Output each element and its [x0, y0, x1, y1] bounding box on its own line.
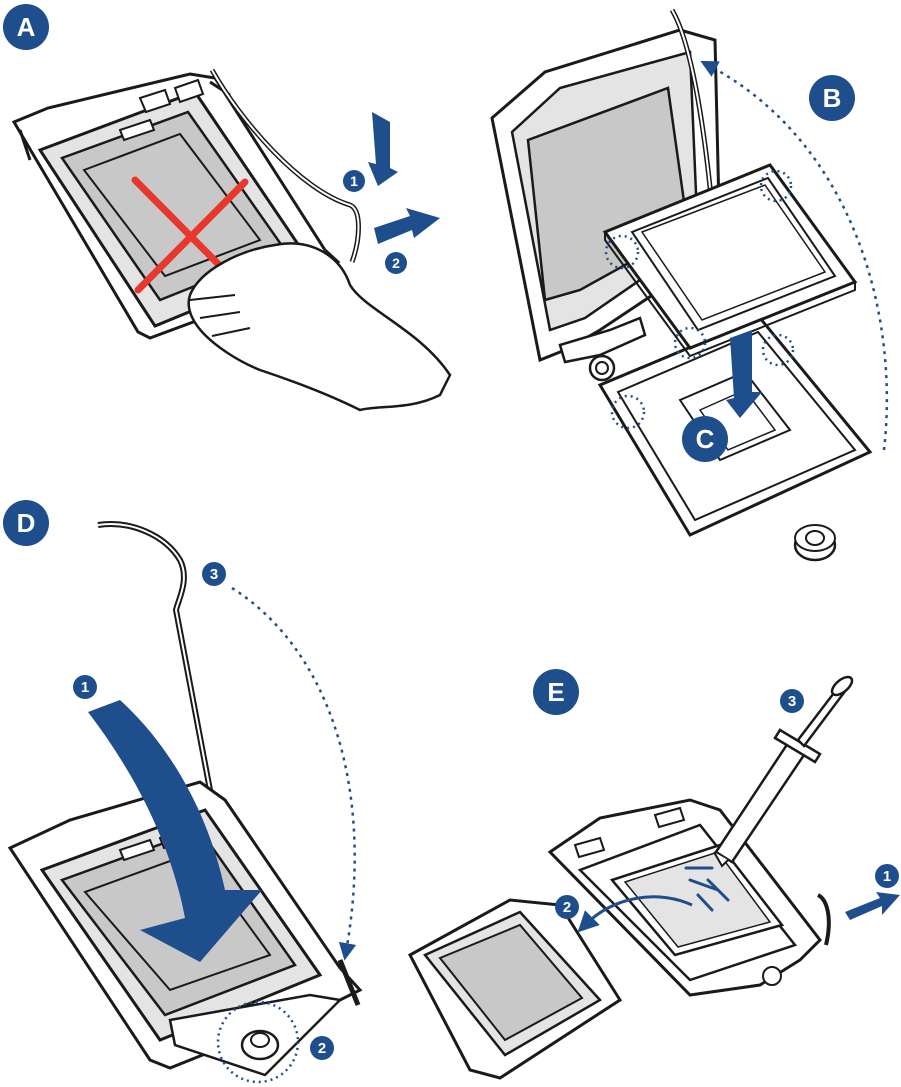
push-down-arrow-icon: [368, 112, 398, 186]
panel-e-step-1: 1: [875, 864, 899, 888]
panel-a: A: [3, 4, 450, 410]
panel-a-label: A: [3, 4, 49, 50]
panel-e: E: [410, 669, 900, 1078]
panel-d: D 1: [3, 500, 360, 1082]
svg-text:1: 1: [883, 868, 891, 885]
svg-text:2: 2: [318, 1040, 326, 1057]
hand-illustration-a: [189, 243, 450, 410]
panel-e-step-3: 3: [780, 689, 804, 713]
panel-d-step-2: 2: [310, 1036, 334, 1060]
panel-a-step-2: 2: [385, 252, 407, 274]
panel-e-step-2: 2: [555, 895, 579, 919]
insert-arrow-icon-e: [845, 892, 900, 920]
svg-text:2: 2: [392, 255, 400, 271]
push-right-arrow-icon: [374, 208, 440, 244]
panel-d-step-1: 1: [73, 675, 97, 699]
svg-text:3: 3: [210, 566, 218, 583]
panel-d-step-3: 3: [202, 562, 226, 586]
panel-d-label: D: [3, 500, 49, 546]
svg-text:3: 3: [788, 693, 796, 710]
svg-text:1: 1: [81, 679, 89, 696]
svg-text:1: 1: [350, 173, 358, 189]
panel-d-letter: D: [17, 508, 36, 538]
svg-text:2: 2: [563, 899, 571, 916]
panel-a-letter: A: [17, 12, 36, 42]
panel-b-label: B: [809, 75, 855, 121]
panel-e-label: E: [533, 669, 579, 715]
panel-b: B: [492, 10, 887, 560]
panel-c-label: C: [682, 416, 728, 462]
retention-screw-icon: [242, 1031, 278, 1059]
panel-a-step-1: 1: [343, 170, 365, 192]
removed-load-plate: [410, 900, 620, 1078]
pnp-cap-screw-icon: [795, 525, 835, 560]
panel-c-letter: C: [696, 424, 715, 454]
panel-b-letter: B: [823, 83, 842, 113]
panel-e-letter: E: [547, 677, 564, 707]
